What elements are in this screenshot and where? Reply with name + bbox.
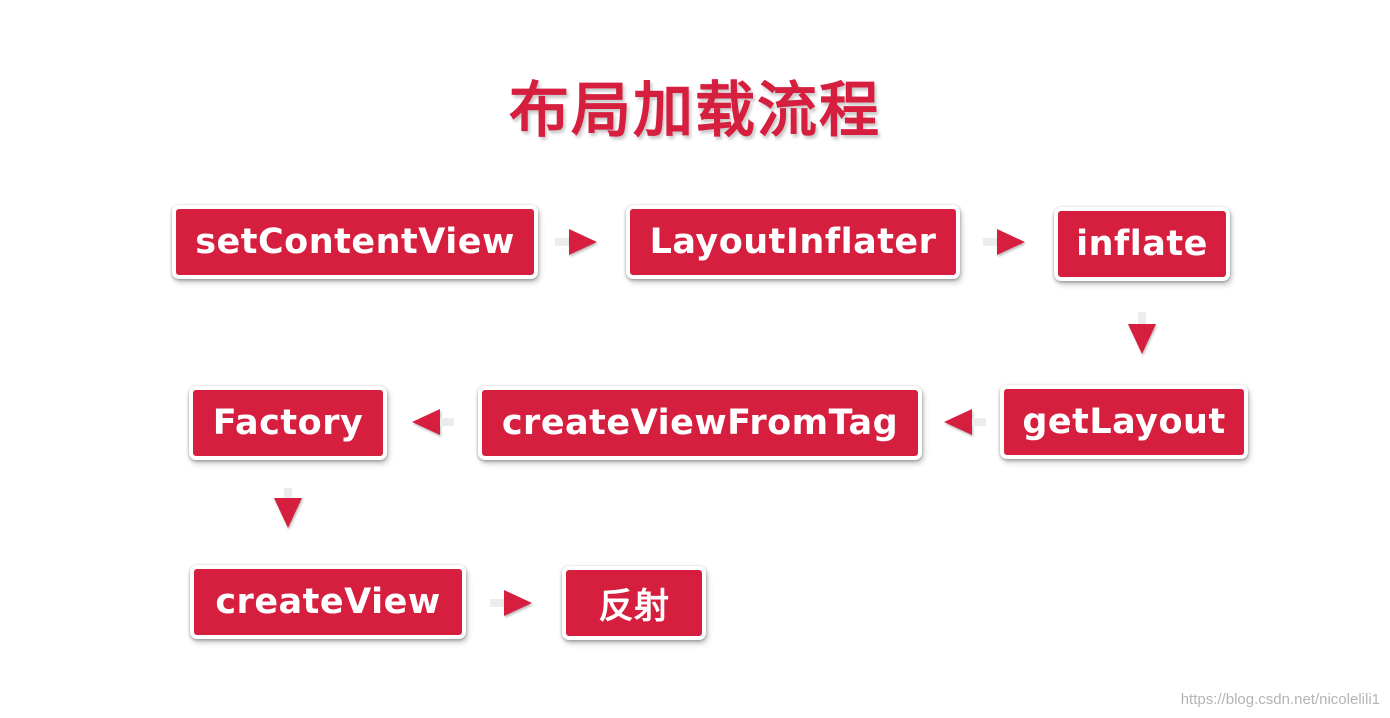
- arrow-left-icon: [944, 409, 972, 435]
- node-create-view: createView: [190, 565, 466, 639]
- node-factory: Factory: [189, 386, 387, 460]
- node-create-view-from-tag: createViewFromTag: [478, 386, 922, 460]
- node-get-layout: getLayout: [1000, 385, 1248, 459]
- arrow-down-icon: [274, 498, 302, 528]
- arrow-right-icon: [569, 229, 597, 255]
- node-inflate: inflate: [1054, 207, 1230, 281]
- node-reflection: 反射: [562, 566, 706, 640]
- arrow-stub: [983, 238, 997, 246]
- node-set-content-view: setContentView: [172, 205, 538, 279]
- arrow-stub: [1138, 312, 1146, 324]
- arrow-stub: [490, 599, 504, 607]
- arrow-down-icon: [1128, 324, 1156, 354]
- node-layout-inflater: LayoutInflater: [626, 205, 960, 279]
- arrow-stub: [440, 418, 454, 426]
- page-title: 布局加载流程: [509, 76, 881, 146]
- watermark: https://blog.csdn.net/nicolelili1: [1180, 691, 1380, 708]
- arrow-left-icon: [412, 409, 440, 435]
- arrow-right-icon: [504, 590, 532, 616]
- arrow-stub: [555, 238, 569, 246]
- arrow-stub: [284, 488, 292, 500]
- arrow-right-icon: [997, 229, 1025, 255]
- arrow-stub: [972, 418, 986, 426]
